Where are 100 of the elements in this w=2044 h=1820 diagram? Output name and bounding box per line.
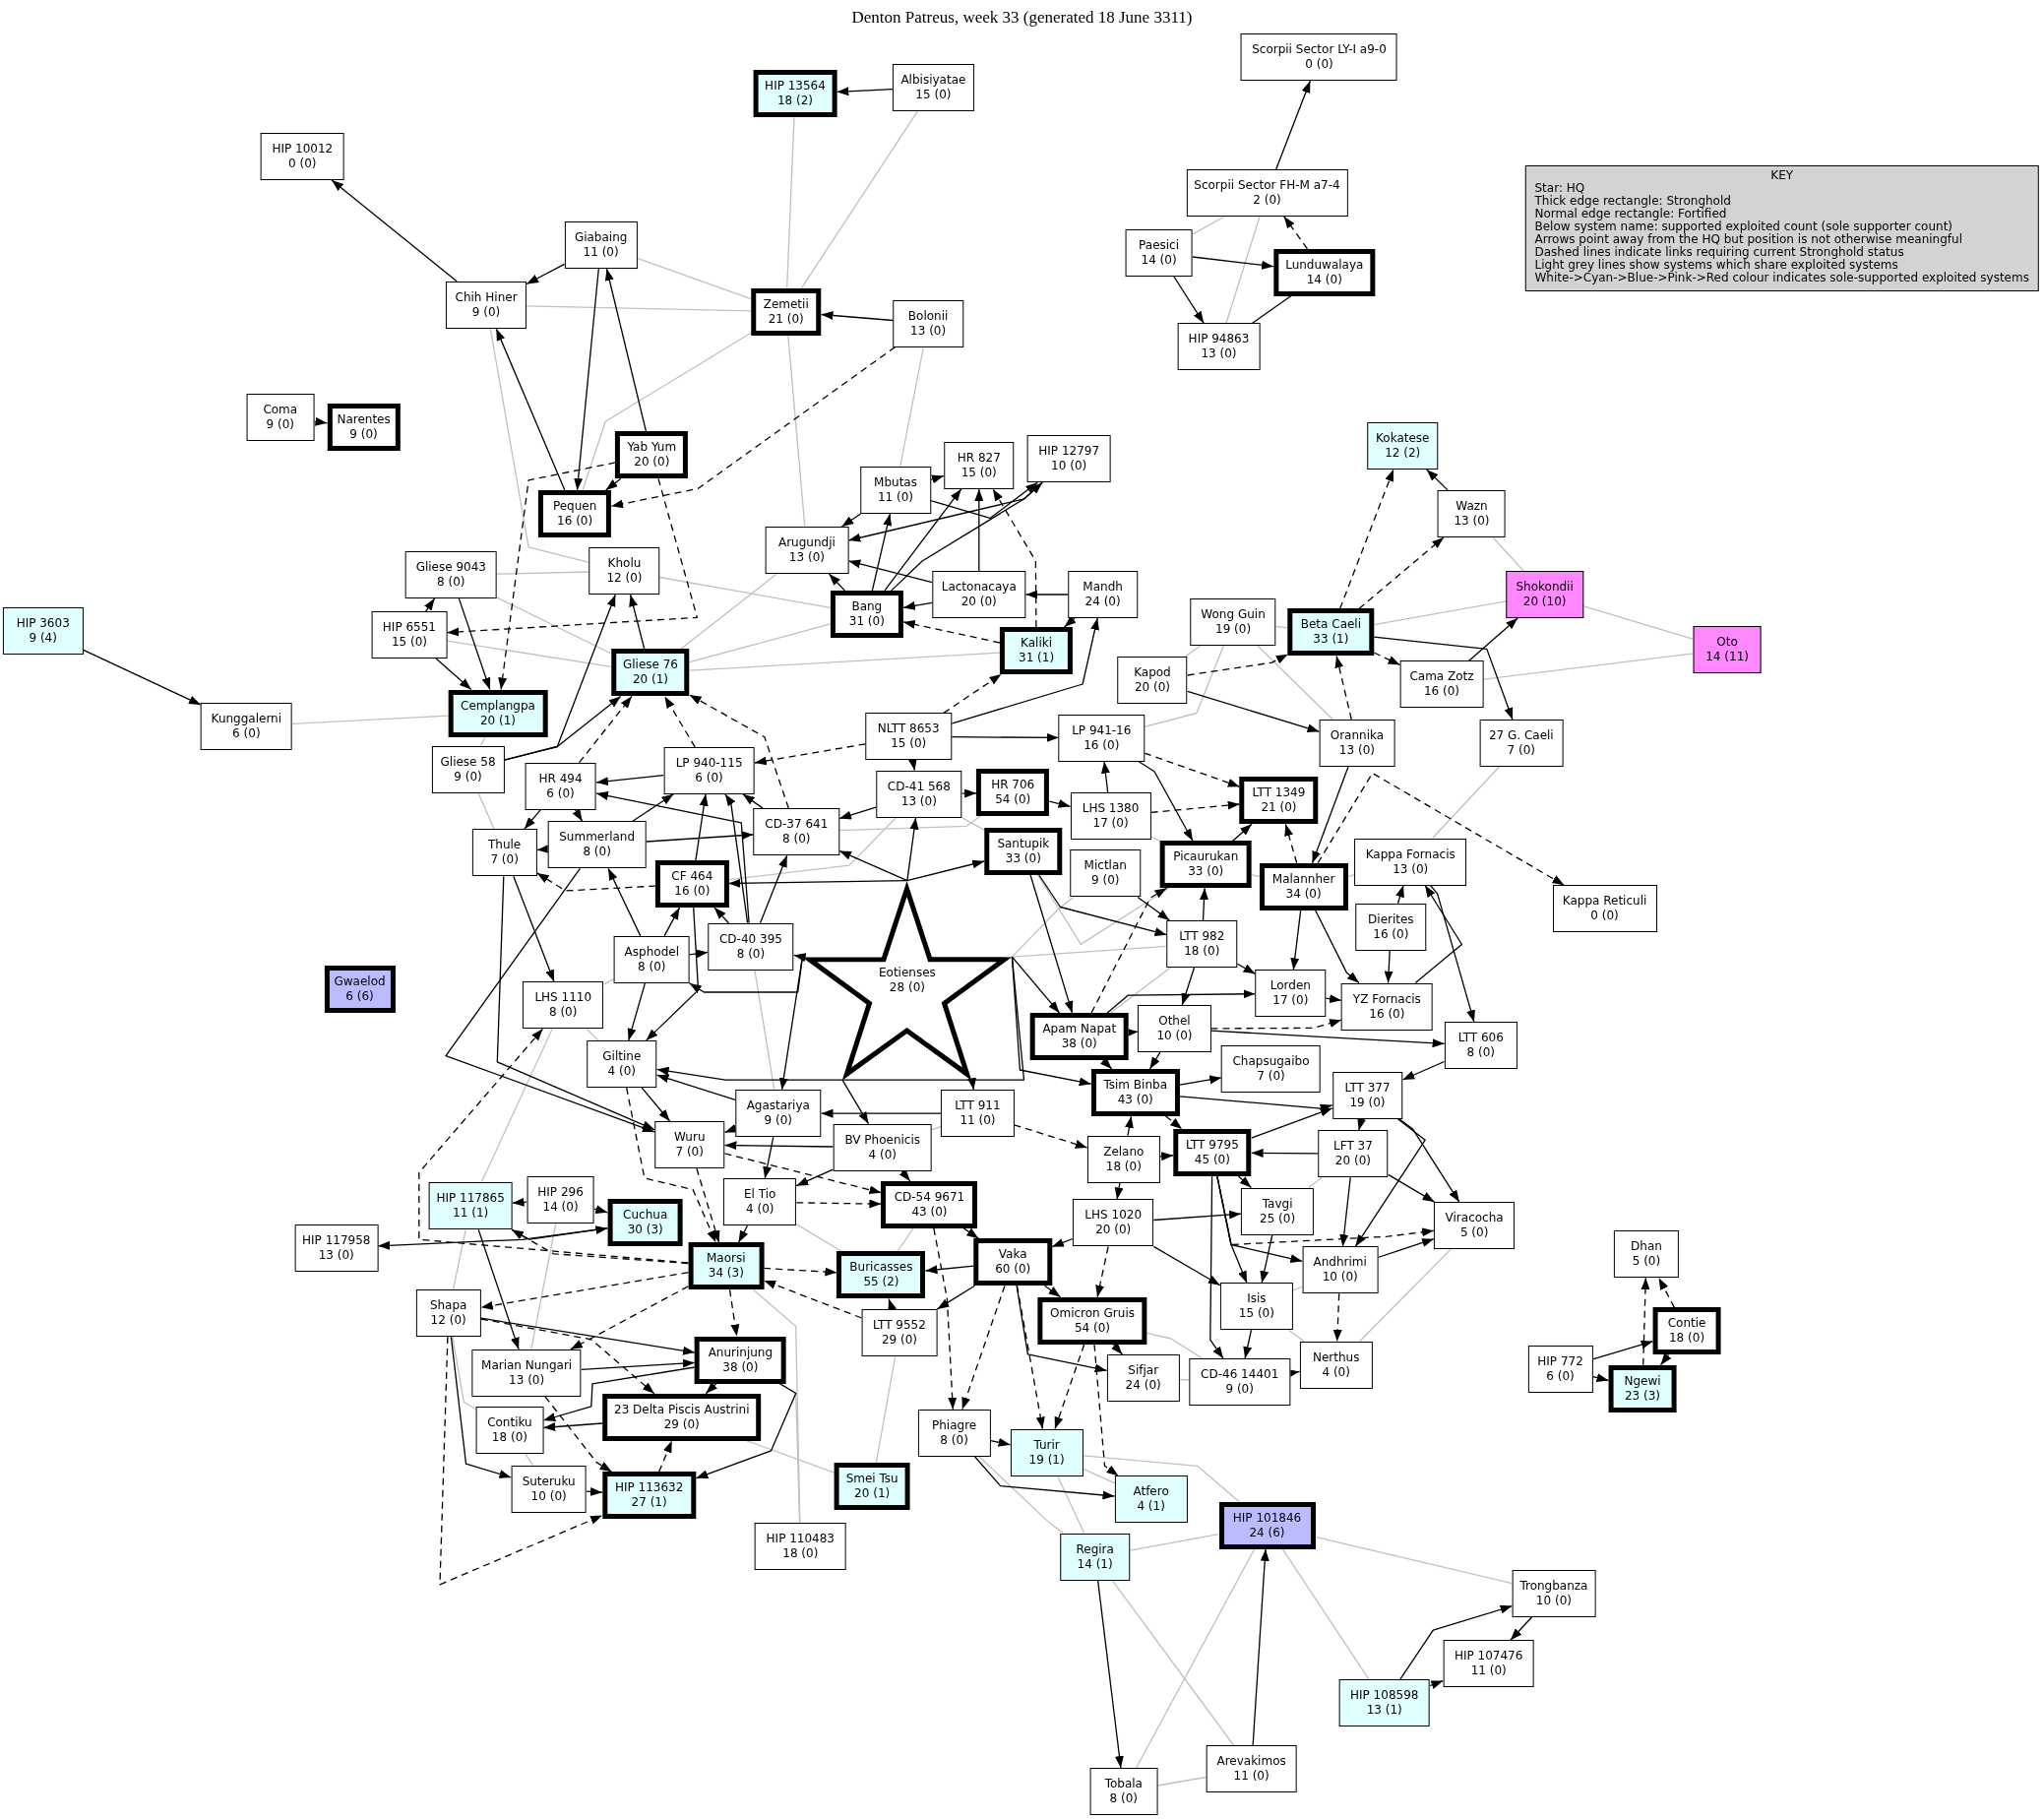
system-name: HIP 772 xyxy=(1537,1353,1583,1369)
key-panel xyxy=(1524,164,2039,291)
stronghold-box xyxy=(1029,1013,1130,1061)
exploited-count: 8 (0) xyxy=(549,1005,578,1021)
stronghold-box xyxy=(830,590,903,638)
arrow xyxy=(906,817,919,882)
system-box xyxy=(588,547,660,596)
system-box xyxy=(765,526,849,574)
system-name: YZ Fornacis xyxy=(1352,991,1421,1007)
system-box xyxy=(833,1123,933,1171)
shared-link-line xyxy=(1011,896,1075,958)
exploited-count: 20 (0) xyxy=(1095,1223,1132,1238)
shared-link-line xyxy=(496,596,612,655)
arrow xyxy=(727,878,908,888)
dashed-arrow xyxy=(763,1280,863,1319)
arrow xyxy=(990,1437,1012,1447)
system-box xyxy=(1399,660,1484,709)
system-name: Cama Zotz xyxy=(1409,669,1474,685)
arrow xyxy=(511,1197,527,1207)
exploited-count: 13 (0) xyxy=(1338,743,1375,758)
arrow xyxy=(906,859,985,882)
system-box xyxy=(1067,571,1139,618)
arrow xyxy=(480,1317,696,1355)
stronghold-box xyxy=(1173,1128,1252,1176)
exploited-count: 17 (0) xyxy=(1092,816,1129,832)
exploited-count: 9 (0) xyxy=(349,427,378,443)
arrow xyxy=(1237,1175,1253,1189)
system-name: LHS 1110 xyxy=(534,990,592,1006)
system-box xyxy=(1189,1358,1291,1407)
system-name: CD-54 9671 xyxy=(894,1189,965,1205)
arrow xyxy=(1016,1285,1108,1373)
exploited-count: 24 (6) xyxy=(1249,1525,1285,1540)
arrow xyxy=(1024,590,1069,599)
connector-line xyxy=(1251,295,1292,324)
system-box xyxy=(471,1349,582,1397)
system-box xyxy=(1552,885,1657,933)
arrow xyxy=(951,732,1060,742)
system-box xyxy=(587,1039,657,1088)
exploited-count: 13 (0) xyxy=(1393,861,1429,877)
system-box xyxy=(1219,1283,1293,1331)
exploited-count: 14 (0) xyxy=(1141,252,1177,268)
exploited-count: 20 (0) xyxy=(1134,680,1170,696)
arrow xyxy=(737,1224,749,1243)
system-name: CD-40 395 xyxy=(719,931,782,947)
exploited-count: 11 (0) xyxy=(1470,1663,1507,1679)
dashed-arrow xyxy=(663,695,696,748)
system-name: Mandh xyxy=(1083,580,1123,595)
stronghold-box xyxy=(688,1242,765,1290)
exploited-count: 11 (0) xyxy=(877,490,914,506)
arrow xyxy=(793,953,807,963)
dashed-arrow xyxy=(1325,994,1342,1004)
exploited-count: 28 (0) xyxy=(889,980,925,995)
dashed-arrow xyxy=(1016,1285,1045,1430)
dashed-arrow xyxy=(536,872,656,892)
system-box xyxy=(260,132,344,180)
exploited-count: 38 (0) xyxy=(722,1359,759,1375)
arrow xyxy=(641,1087,671,1122)
arrow xyxy=(847,481,1043,542)
shared-link-line xyxy=(291,715,450,725)
system-box xyxy=(1117,657,1188,705)
exploited-count: 14 (1) xyxy=(1077,1556,1113,1572)
arrow xyxy=(524,809,541,830)
system-box xyxy=(1527,1345,1593,1393)
shared-link-line xyxy=(602,978,615,985)
dashed-arrow xyxy=(570,1286,690,1350)
exploited-count: 5 (0) xyxy=(1632,1254,1661,1270)
system-name: Smei Tsu xyxy=(845,1472,898,1487)
system-name: Nerthus xyxy=(1312,1349,1360,1365)
arrow xyxy=(1192,256,1274,270)
arrow xyxy=(820,1108,943,1118)
system-box xyxy=(1367,422,1438,470)
exploited-count: 8 (0) xyxy=(782,832,811,847)
arrow xyxy=(936,1285,976,1310)
arrow xyxy=(1401,1060,1446,1081)
exploited-count: 8 (0) xyxy=(1109,1791,1138,1806)
exploited-count: 34 (0) xyxy=(1285,886,1322,902)
exploited-count: 16 (0) xyxy=(1373,926,1409,942)
shared-link-line xyxy=(727,817,898,881)
arrow xyxy=(1209,1175,1224,1359)
arrow xyxy=(1200,887,1208,921)
system-box xyxy=(1479,720,1564,767)
system-box xyxy=(1338,1678,1431,1726)
arrow xyxy=(313,416,329,426)
dashed-arrow xyxy=(625,1087,717,1243)
system-name: LFT 37 xyxy=(1333,1139,1373,1155)
exploited-count: 31 (0) xyxy=(848,613,885,629)
arrow xyxy=(847,559,933,584)
dashed-arrow xyxy=(1144,752,1241,787)
system-box xyxy=(860,467,931,515)
arrow xyxy=(930,481,1038,520)
system-box xyxy=(246,393,315,441)
arrow xyxy=(1181,967,1196,1006)
exploited-count: 11 (0) xyxy=(583,245,619,260)
exploited-count: 9 (4) xyxy=(29,631,57,647)
system-box xyxy=(428,1182,513,1230)
exploited-count: 20 (0) xyxy=(960,595,997,609)
stronghold-box xyxy=(448,689,548,737)
shared-link-line xyxy=(800,110,919,289)
exploited-count: 33 (1) xyxy=(1313,632,1349,648)
system-name: HIP 117865 xyxy=(436,1191,505,1207)
